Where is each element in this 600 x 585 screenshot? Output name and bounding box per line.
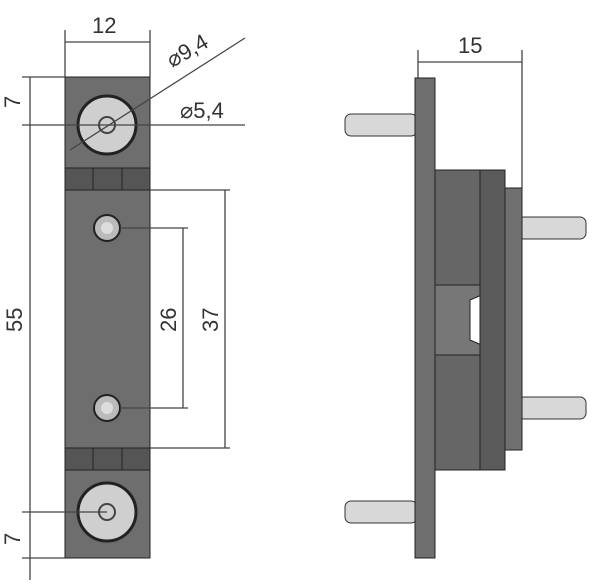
side-view xyxy=(344,77,587,559)
side-pin xyxy=(344,113,418,137)
dim-width: 12 xyxy=(92,13,116,38)
top-band xyxy=(64,167,151,191)
dim-pin-spacing: 26 xyxy=(156,308,181,332)
front-view xyxy=(64,76,151,559)
dim-top-offset: 7 xyxy=(0,96,25,108)
side-pin xyxy=(344,500,418,524)
bottom-band xyxy=(64,447,151,471)
dim-depth: 15 xyxy=(458,33,482,58)
body xyxy=(64,76,151,559)
dim-inner-length: 37 xyxy=(198,308,223,332)
dimension-lines xyxy=(22,30,523,580)
side-pin xyxy=(517,396,587,420)
dim-dia-inner: ⌀5,4 xyxy=(180,98,224,123)
dim-bottom-offset: 7 xyxy=(0,533,25,545)
side-plate xyxy=(414,77,436,559)
side-rear-plate xyxy=(504,187,523,451)
side-pin xyxy=(517,216,587,240)
dim-dia-outer: ⌀9,4 xyxy=(162,29,212,73)
dim-total-length: 55 xyxy=(2,308,27,332)
